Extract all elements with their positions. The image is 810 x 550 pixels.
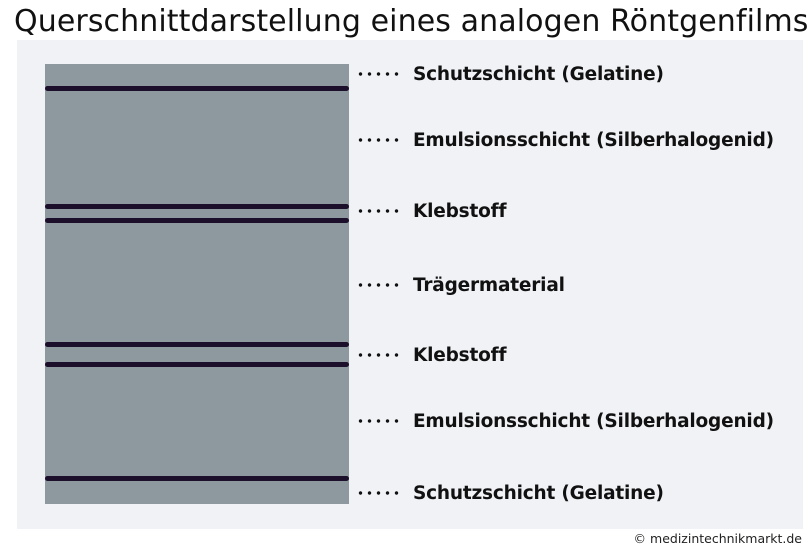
dotted-leader (356, 72, 402, 76)
film-cross-section (45, 64, 349, 504)
dotted-leader (356, 283, 402, 287)
diagram-title: Querschnittdarstellung eines analogen Rö… (14, 4, 809, 39)
layer-callout-emulsion-top: Emulsionsschicht (Silberhalogenid) (356, 126, 774, 154)
layer-callout-protective-bottom: Schutzschicht (Gelatine) (356, 479, 664, 507)
layer-label: Emulsionsschicht (Silberhalogenid) (413, 129, 774, 151)
layer-label: Klebstoff (413, 200, 507, 222)
layer-label: Klebstoff (413, 344, 507, 366)
layer-boundary-line (45, 342, 349, 347)
layer-callout-protective-top: Schutzschicht (Gelatine) (356, 60, 664, 88)
layer-label: Schutzschicht (Gelatine) (413, 482, 664, 504)
dotted-leader (356, 353, 402, 357)
layer-callout-adhesive-bottom: Klebstoff (356, 341, 507, 369)
layer-boundary-line (45, 218, 349, 223)
layer-label: Schutzschicht (Gelatine) (413, 63, 664, 85)
layer-boundary-line (45, 476, 349, 481)
dotted-leader (356, 491, 402, 495)
layer-callout-base: Trägermaterial (356, 271, 565, 299)
layer-callout-emulsion-bottom: Emulsionsschicht (Silberhalogenid) (356, 407, 774, 435)
layer-label: Trägermaterial (413, 274, 565, 296)
dotted-leader (356, 209, 402, 213)
dotted-leader (356, 138, 402, 142)
layer-callout-adhesive-top: Klebstoff (356, 197, 507, 225)
layer-boundary-line (45, 204, 349, 209)
layer-boundary-line (45, 362, 349, 367)
dotted-leader (356, 419, 402, 423)
layer-label: Emulsionsschicht (Silberhalogenid) (413, 410, 774, 432)
layer-boundary-line (45, 86, 349, 91)
copyright-notice: © medizintechnikmarkt.de (633, 531, 802, 546)
